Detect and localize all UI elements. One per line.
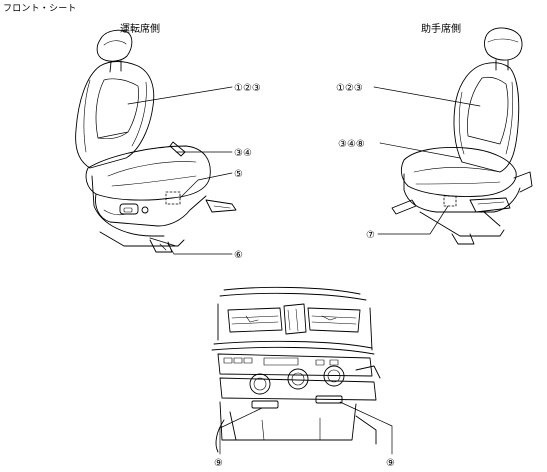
climate-knob-left [249, 373, 271, 395]
passenger-callout-7: ⑦ [366, 230, 375, 241]
page-title: フロント・シート [3, 4, 77, 14]
driver-headrest [96, 29, 133, 62]
console-callout-9-left: ⑨ [214, 458, 223, 469]
driver-seat-illustration [75, 29, 237, 253]
driver-leader-lines [127, 86, 233, 255]
driver-callout-6: ⑥ [234, 250, 243, 261]
console-leader-lines [219, 401, 393, 455]
right-air-vent [307, 307, 361, 333]
passenger-callout-3-4-8: ③④⑧ [338, 139, 365, 150]
seat-heater-switch-right [315, 395, 343, 404]
seat-heater-switch-left [251, 400, 279, 409]
driver-callout-3-4: ③④ [234, 148, 252, 159]
passenger-callout-1-2-3: ①②③ [336, 83, 363, 94]
driver-seat-cushion [85, 145, 211, 201]
passenger-leader-lines [373, 86, 481, 235]
passenger-seat-cushion [400, 147, 517, 197]
climate-knob-center [287, 368, 309, 390]
console-callout-9-right: ⑨ [386, 458, 395, 469]
passenger-seat-back [453, 62, 520, 173]
driver-callout-5: ⑤ [234, 169, 243, 180]
passenger-headrest [484, 27, 523, 61]
center-console-illustration [211, 286, 381, 453]
passenger-seat-illustration [391, 27, 533, 245]
passenger-side-label: 助手席側 [421, 22, 461, 35]
driver-side-label: 運転席側 [120, 22, 160, 35]
driver-callout-1-2-3: ①②③ [234, 83, 261, 94]
driver-seat-back [75, 61, 155, 169]
climate-knob-right [323, 365, 345, 387]
left-air-vent [227, 307, 283, 333]
